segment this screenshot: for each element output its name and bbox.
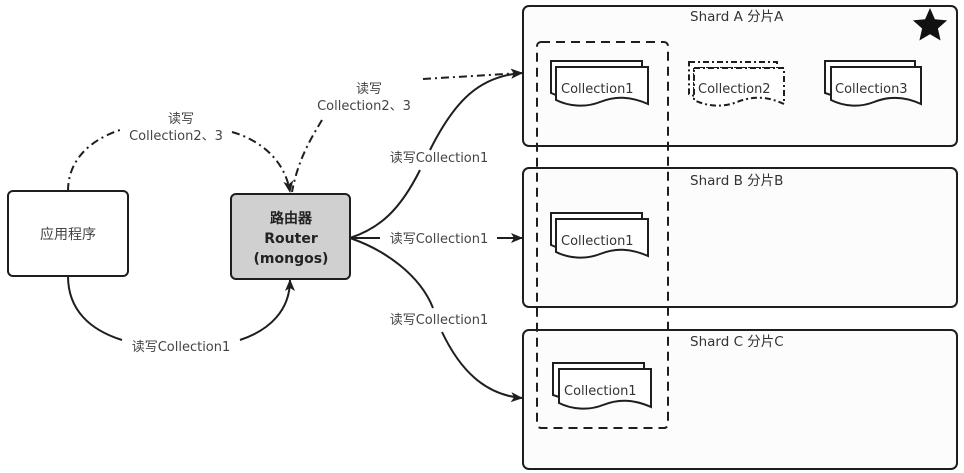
edge-label: 读写 <box>356 82 382 97</box>
edge-line <box>67 275 123 341</box>
router-box <box>230 193 351 280</box>
shard-b: Shard B 分片B <box>522 167 958 308</box>
collection-label: Collection2 <box>698 82 771 97</box>
sharded-collection-group <box>536 41 669 429</box>
edge-app-router-collection23: 读写 Collection2、3 <box>67 112 294 193</box>
collection-label: Collection1 <box>561 82 634 97</box>
edge-line <box>239 279 295 341</box>
collection-label: Collection1 <box>561 234 634 249</box>
edge-label: 读写 <box>168 112 194 127</box>
router-label-en: Router <box>264 231 318 247</box>
edge-router-shard-a-collection1: 读写Collection1 <box>349 68 523 239</box>
edge-label: Collection2、3 <box>129 129 223 144</box>
edge-line <box>231 131 294 193</box>
edge-line <box>291 119 323 193</box>
router-node: 路由器 Router (mongos) <box>230 193 351 280</box>
edge-label: Collection2、3 <box>317 99 411 114</box>
shard-a-collection2: Collection2 <box>688 61 785 107</box>
edge-app-router-collection1: 读写Collection1 <box>67 275 295 355</box>
collection-label: Collection1 <box>564 384 637 399</box>
shard-a-collection1: Collection1 <box>550 60 649 107</box>
edge-router-shard-b-collection1: 读写Collection1 <box>350 232 523 247</box>
shard-b-title: Shard B 分片B <box>690 173 783 189</box>
edge-label: 读写Collection1 <box>390 151 489 166</box>
edge-line <box>422 68 523 80</box>
edge-line <box>67 129 121 192</box>
edge-label: 读写Collection1 <box>390 313 489 328</box>
shard-a-title: Shard A 分片A <box>690 9 784 25</box>
edge-label: 读写Collection1 <box>390 232 489 247</box>
application-label: 应用程序 <box>40 226 96 243</box>
edge-line <box>429 68 523 151</box>
edge-router-shard-c-collection1: 读写Collection1 <box>349 237 523 403</box>
edge-router-shard-a-collection23: 读写 Collection2、3 <box>291 68 523 193</box>
edge-line <box>349 237 434 309</box>
edge-line <box>441 331 523 403</box>
edge-label: 读写Collection1 <box>132 340 231 355</box>
shard-b-collection1: Collection1 <box>550 212 649 259</box>
router-label-mongos: (mongos) <box>254 251 329 267</box>
shard-c-title: Shard C 分片C <box>690 334 784 350</box>
router-label-cn: 路由器 <box>270 210 313 227</box>
shard-b-box <box>522 167 958 308</box>
shard-a-collection3: Collection3 <box>824 60 922 107</box>
star-icon <box>912 8 948 41</box>
shard-c-collection1: Collection1 <box>552 362 652 410</box>
edge-line <box>349 169 421 239</box>
collection-label: Collection3 <box>835 82 908 97</box>
application-node: 应用程序 <box>7 190 129 277</box>
